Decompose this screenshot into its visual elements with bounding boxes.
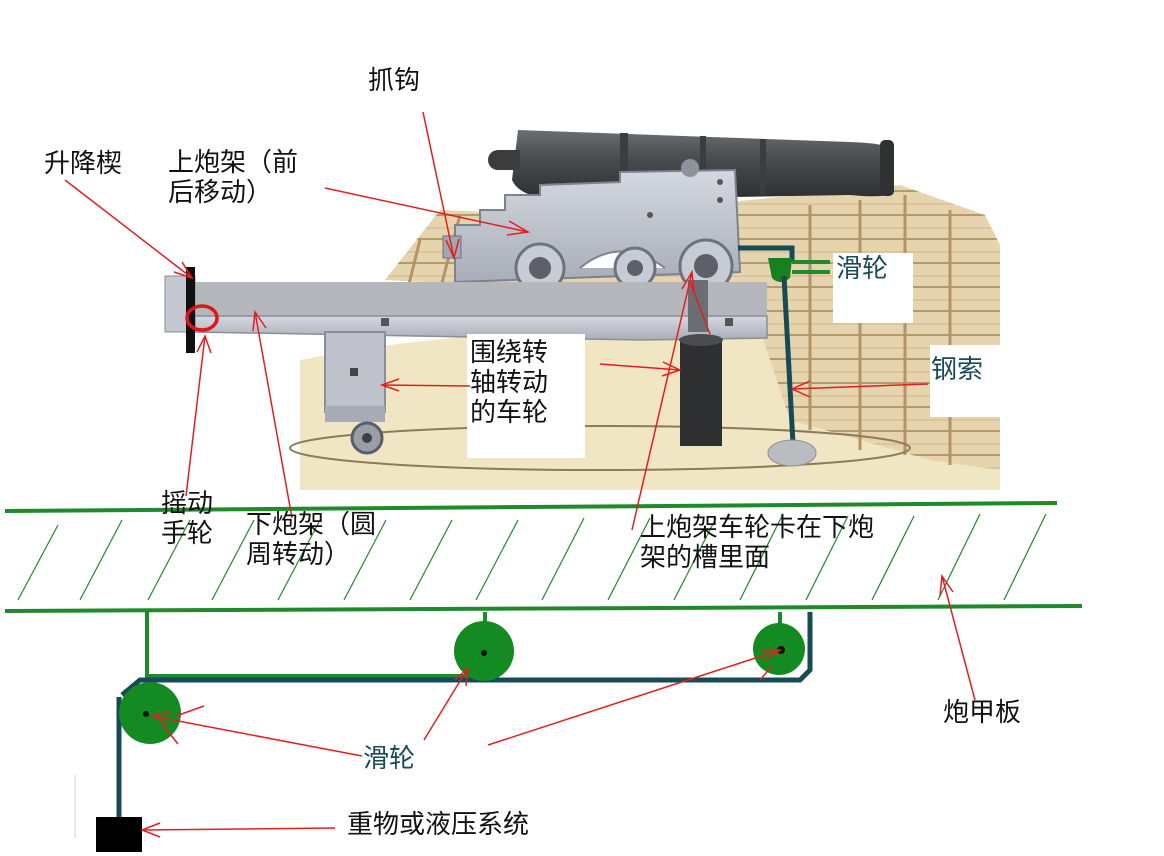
arrow-pulley-right — [487, 649, 781, 746]
label-panel-pivot-wheels — [467, 334, 585, 458]
label-panel-pulley — [833, 253, 913, 323]
annotation-arrows — [64, 111, 976, 838]
wheels-in-groove-label: 上炮架车轮卡在下炮 架的槽里面 — [640, 513, 875, 573]
armor-deck — [4, 501, 1083, 613]
arrow-pulley-middle — [423, 667, 469, 741]
arrow-lower-carriage — [254, 311, 293, 519]
hand-wheel-marker — [185, 304, 219, 332]
pivot-wheels-label: 围绕转 轴转动 的车轮 — [470, 338, 549, 428]
arrow-wheels-in-groove — [631, 271, 693, 531]
label-panel-cable — [930, 345, 1000, 417]
hand-wheel-label: 摇动 手轮 — [161, 489, 214, 549]
armor-deck-label: 炮甲板 — [943, 698, 1022, 728]
arrow-steel-cable — [791, 383, 929, 390]
arrow-groove-2 — [689, 281, 711, 335]
arrow-pivot-post — [599, 363, 681, 371]
arrow-elevating-wedge — [64, 179, 193, 279]
hook-label: 抓钩 — [368, 66, 421, 96]
lower-pulleys-label: 滑轮 — [363, 744, 416, 774]
elevating-wedge-label: 升降楔 — [44, 149, 123, 179]
lower-carriage-label: 下炮架（圆 周转动） — [246, 510, 377, 570]
arrow-hand-wheel — [185, 335, 206, 497]
arrow-hook — [422, 111, 455, 259]
pivot-post — [679, 280, 723, 446]
arrow-pivot-wheels — [381, 384, 471, 387]
top-pulley-label: 滑轮 — [836, 254, 889, 284]
arrow-weight — [141, 827, 336, 831]
upper-carriage-label: 上炮架（前 后移动） — [168, 148, 299, 208]
arrow-pulley-left — [151, 715, 363, 757]
weight-label: 重物或液压系统 — [347, 810, 530, 840]
steel-cable-vertical — [781, 275, 796, 445]
pulley-right — [753, 623, 805, 675]
lower-cable-system — [74, 612, 813, 838]
arrow-armor-deck — [941, 575, 976, 701]
pulley-middle — [454, 621, 514, 681]
pivot-track — [289, 425, 911, 471]
arrow-upper-carriage — [324, 187, 529, 233]
steel-cable-label: 钢索 — [931, 355, 984, 385]
pulley-left — [119, 682, 181, 744]
lower-carriage — [164, 275, 768, 455]
cable-anchor — [767, 439, 817, 467]
weight-block — [96, 817, 142, 852]
